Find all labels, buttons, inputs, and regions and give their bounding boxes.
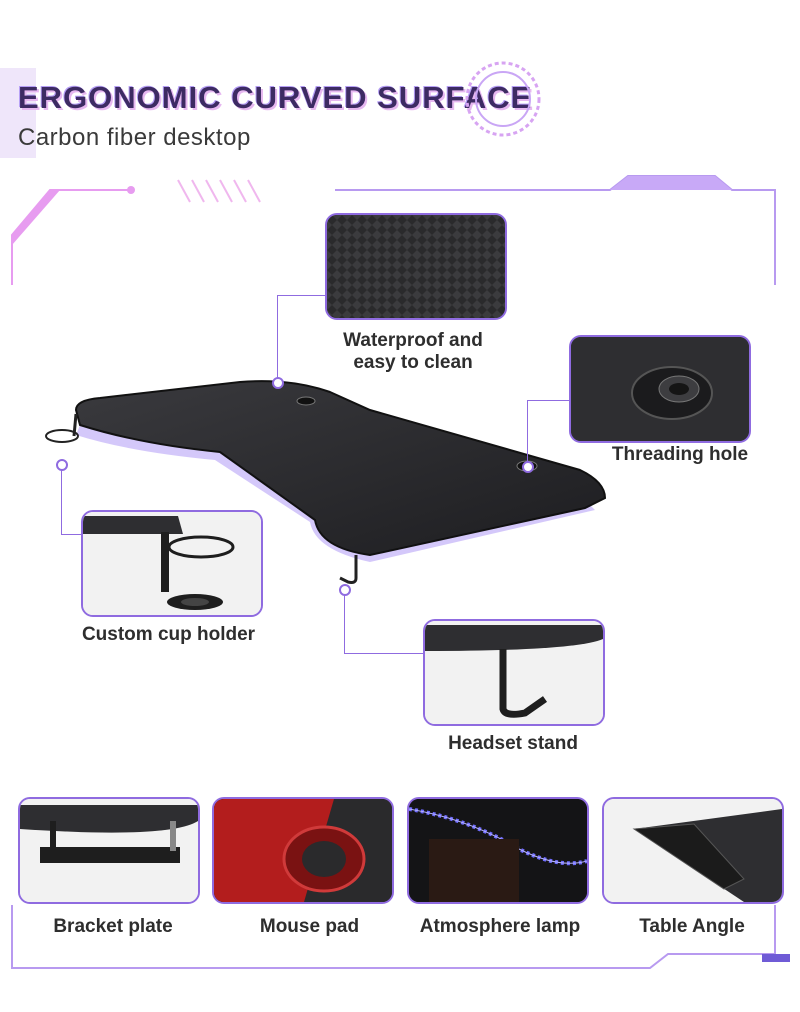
feature-label-table-angle: Table Angle [639, 916, 745, 937]
page-title: ERGONOMIC CURVED SURFACE [18, 80, 533, 115]
threading-hole-image [569, 335, 751, 443]
table-angle-image [602, 797, 784, 904]
atmosphere-lamp-image [407, 797, 589, 904]
feature-label-mouse-pad: Mouse pad [259, 916, 360, 937]
corner-accent [0, 68, 36, 158]
threading-hole-label: Threading hole [611, 444, 749, 465]
page-subtitle: Carbon fiber desktop [18, 124, 251, 151]
cup-holder-label: Custom cup holder [81, 624, 256, 645]
waterproof-point [272, 377, 284, 389]
circle-ornament-icon [465, 61, 541, 137]
feature-label-atmosphere-lamp: Atmosphere lamp [419, 916, 581, 937]
waterproof-connector [277, 295, 326, 381]
headset-stand-label: Headset stand [448, 733, 578, 754]
waterproof-label: Waterproof and easy to clean [343, 330, 483, 373]
threading-connector [527, 400, 570, 466]
cup-holder-connector [61, 470, 82, 535]
headset-stand-image [423, 619, 605, 726]
headset-point [339, 584, 351, 596]
cup-holder-image [81, 510, 263, 617]
threading-point [522, 461, 534, 473]
desk-image [45, 380, 607, 584]
feature-label-bracket: Bracket plate [53, 916, 173, 937]
carbon-texture-image [325, 213, 507, 320]
cup-holder-point [56, 459, 68, 471]
mouse-pad-image [212, 797, 394, 904]
headset-connector [344, 595, 424, 654]
bracket-plate-image [18, 797, 200, 904]
